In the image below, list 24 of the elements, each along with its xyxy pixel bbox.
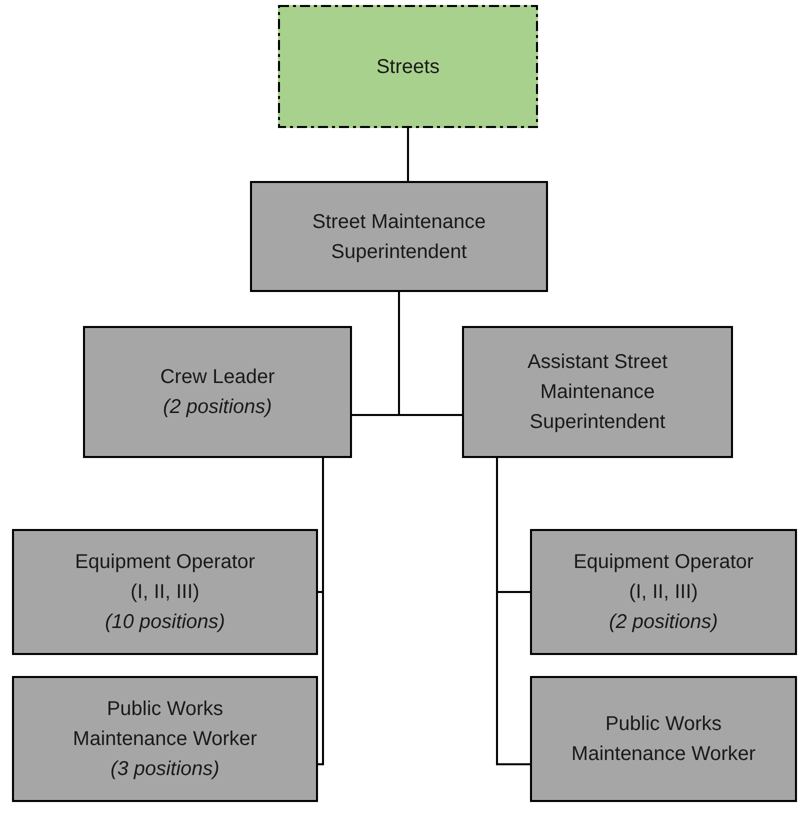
position-title: Equipment Operator (I, II, III) xyxy=(74,550,256,605)
position-count: (10 positions) xyxy=(104,610,226,635)
position-count: (3 positions) xyxy=(110,757,220,782)
position-box xyxy=(83,326,352,458)
connector-line xyxy=(318,458,324,766)
position-title: Public Works Maintenance Worker xyxy=(72,697,258,752)
department-box xyxy=(278,5,538,128)
position-title: Street Maintenance Superintendent xyxy=(311,210,487,264)
position-title: Assistant Street Maintenance Superintendent xyxy=(526,350,669,435)
connector-line xyxy=(407,128,409,181)
position-title: Public Works Maintenance Worker xyxy=(570,712,757,767)
position-title: Streets xyxy=(376,54,440,80)
position-title: Equipment Operator (I, II, III) xyxy=(572,550,755,605)
position-box xyxy=(462,326,733,458)
position-count: (2 positions) xyxy=(163,395,272,420)
position-box xyxy=(12,676,318,802)
position-title: Crew Leader xyxy=(160,365,275,390)
position-box xyxy=(12,529,318,655)
position-box xyxy=(530,676,797,802)
position-box xyxy=(250,181,548,292)
connector-line xyxy=(398,292,462,416)
position-count: (2 positions) xyxy=(609,610,718,635)
connector-line xyxy=(496,458,530,766)
position-box xyxy=(530,529,797,655)
